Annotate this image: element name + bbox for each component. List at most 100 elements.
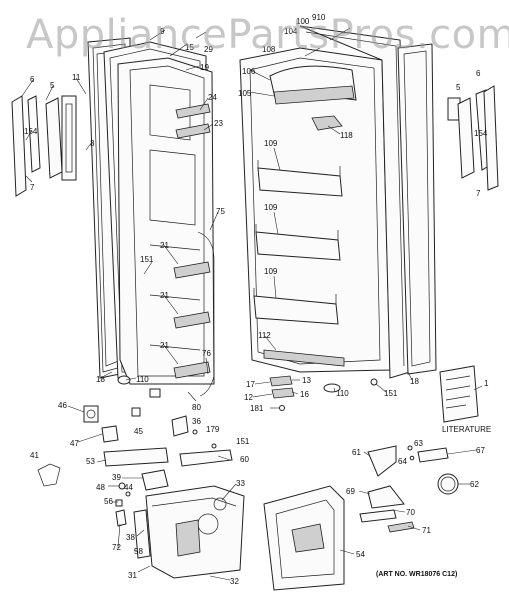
callout-154-right: 154: [474, 129, 488, 138]
callout-39: 39: [112, 473, 121, 482]
callout-18-left: 18: [96, 375, 105, 384]
callout-60: 60: [240, 455, 249, 464]
callout-7-left: 7: [30, 183, 35, 192]
callout-105: 105: [238, 89, 252, 98]
callout-36: 36: [192, 417, 201, 426]
callout-56: 56: [104, 497, 113, 506]
dairy-compartment: [269, 65, 357, 105]
callout-46: 46: [58, 401, 67, 410]
callout-12: 12: [244, 393, 253, 402]
callout-109-b: 109: [264, 203, 278, 212]
callout-70: 70: [406, 508, 415, 517]
chute-funnel: [367, 485, 405, 509]
callout-62: 62: [470, 480, 479, 489]
watermark: AppliancePartsPros.com: [26, 12, 509, 58]
callout-80: 80: [192, 403, 201, 412]
literature-label: LITERATURE: [442, 425, 491, 434]
door-shelf-middle: [255, 224, 341, 261]
callout-151-a: 151: [140, 255, 154, 264]
callout-21-b: 21: [160, 291, 169, 300]
fresh-food-handle: [447, 85, 499, 191]
dispenser-recess: [133, 509, 151, 559]
callout-910: 910: [312, 13, 326, 22]
callout-109-c: 109: [264, 267, 278, 276]
leader-lines: [21, 27, 483, 581]
dispenser-door: [263, 485, 345, 591]
callout-67: 67: [476, 446, 485, 455]
callout-6-left: 6: [30, 75, 35, 84]
callout-48: 48: [96, 483, 105, 492]
callout-labels: 9 15 29 19 11 6 5 154 3 7 24 23 75 21 15…: [24, 13, 489, 586]
water-tank-ring: [437, 473, 459, 495]
callout-54: 54: [356, 550, 365, 559]
callout-69: 69: [346, 487, 355, 496]
callout-11: 11: [72, 73, 81, 82]
literature-booklet: [439, 365, 479, 423]
dispenser-top-bracket: [179, 449, 233, 467]
callout-9: 9: [160, 27, 165, 36]
callout-38: 38: [126, 533, 135, 542]
callout-75: 75: [216, 207, 225, 216]
egg-tray: [311, 115, 343, 131]
callout-31: 31: [128, 571, 137, 580]
freezer-door-liner: [117, 57, 215, 385]
door-bottom-trim: [263, 349, 345, 367]
door-shelf-lower: [253, 288, 339, 325]
callout-7-right: 7: [476, 189, 481, 198]
callout-53: 53: [86, 457, 95, 466]
callout-16: 16: [300, 390, 309, 399]
callout-1: 1: [484, 379, 489, 388]
dispenser-housing: [145, 485, 245, 579]
door-shelf-upper: [257, 160, 343, 197]
dispenser-small-parts: [115, 482, 131, 527]
dispenser-switches: [101, 407, 217, 449]
callout-23: 23: [214, 119, 223, 128]
callout-5-left: 5: [50, 81, 55, 90]
callout-151-c: 151: [384, 389, 398, 398]
callout-44: 44: [124, 483, 133, 492]
callout-110-left: 110: [136, 375, 149, 384]
callout-19: 19: [200, 63, 209, 72]
callout-21-a: 21: [160, 241, 169, 250]
callout-71: 71: [422, 526, 431, 535]
callout-118: 118: [340, 131, 353, 140]
callout-64: 64: [398, 457, 407, 466]
ice-chute: [367, 445, 397, 477]
callout-109-a: 109: [264, 139, 278, 148]
art-number: (ART NO. WR18076 C12): [376, 571, 457, 578]
callout-32: 32: [230, 577, 239, 586]
callout-100: 100: [296, 17, 310, 26]
callout-61: 61: [352, 448, 361, 457]
chute-door-parts: [407, 445, 449, 463]
callout-63: 63: [414, 439, 423, 448]
hinge-parts: [117, 375, 378, 411]
dispenser-tube: [197, 231, 215, 397]
freezer-handle: [11, 95, 77, 197]
callout-29: 29: [204, 45, 213, 54]
callout-41: 41: [30, 451, 39, 460]
dispenser-left-bracket: [37, 463, 61, 487]
chute-arm: [359, 509, 397, 523]
callout-151-b: 151: [236, 437, 250, 446]
callout-24: 24: [208, 93, 217, 102]
callout-110-right: 110: [336, 389, 349, 398]
callout-76: 76: [202, 349, 211, 358]
callout-6-right: 6: [476, 69, 481, 78]
callout-181: 181: [250, 404, 264, 413]
callout-154-left: 154: [24, 127, 38, 136]
callout-179: 179: [206, 425, 220, 434]
callout-33: 33: [236, 479, 245, 488]
fresh-food-door-gasket: [397, 43, 437, 375]
callout-45: 45: [134, 427, 143, 436]
callout-13: 13: [302, 376, 311, 385]
callout-47: 47: [70, 439, 79, 448]
callout-5-right: 5: [456, 83, 461, 92]
freezer-door-bins: [149, 244, 211, 379]
dispenser-switch-plate: [83, 405, 99, 423]
callout-15: 15: [185, 43, 194, 52]
callout-17: 17: [246, 380, 255, 389]
callout-21-c: 21: [160, 341, 169, 350]
callout-104: 104: [284, 27, 298, 36]
callout-72: 72: [112, 543, 121, 552]
